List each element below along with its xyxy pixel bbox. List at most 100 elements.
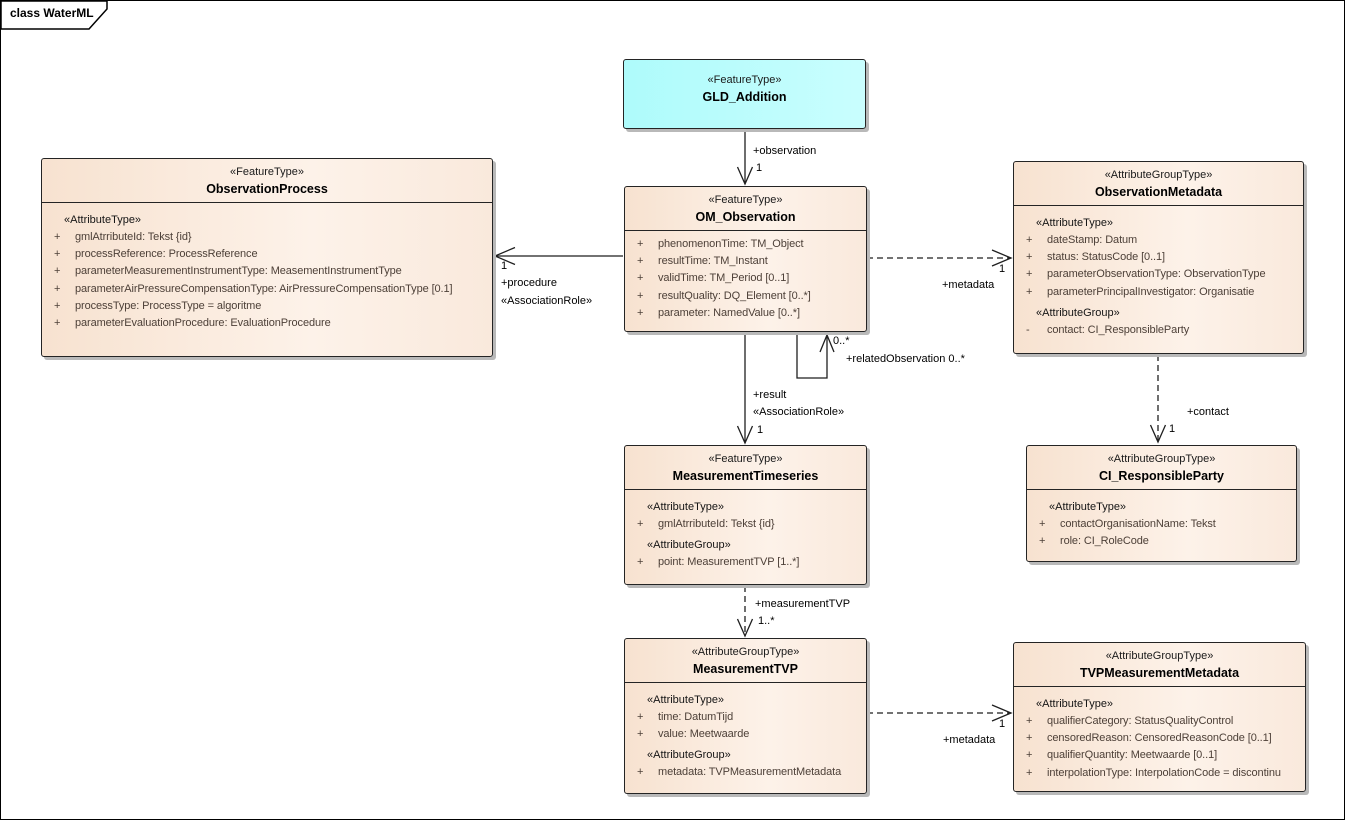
attribute-text: parameterObservationType: ObservationTyp… <box>1047 268 1266 281</box>
label-result-stereotype: «AssociationRole» <box>753 406 845 418</box>
visibility-sign: + <box>1026 268 1033 281</box>
class-observationprocess[interactable]: «FeatureType» ObservationProcess «Attrib… <box>41 158 493 357</box>
arrowhead-relatedobservation <box>819 333 835 353</box>
label-metadata-top-role: +metadata <box>942 279 995 291</box>
section-stereotype: «AttributeType» <box>1036 698 1114 710</box>
visibility-sign: + <box>1039 518 1046 530</box>
class-stereotype: «FeatureType» <box>708 453 783 465</box>
attribute-row: +parameter: NamedValue [0..*] <box>625 305 863 322</box>
attribute-row: +gmlAtrributeId: Tekst {id} <box>42 229 489 246</box>
label-contact-mult: 1 <box>1169 423 1176 435</box>
attribute-text: time: DatumTijd <box>658 711 734 723</box>
attribute-text: gmlAtrributeId: Tekst {id} <box>658 518 775 530</box>
class-stereotype: «FeatureType» <box>230 166 304 178</box>
attribute-text: resultQuality: DQ_Element [0..*] <box>658 289 811 302</box>
label-observation-mult: 1 <box>756 162 763 174</box>
label-procedure-role: +procedure <box>501 277 557 289</box>
visibility-sign: + <box>1026 749 1033 762</box>
label-metadata-bottom-mult: 1 <box>999 718 1006 730</box>
attribute-row: +validTime: TM_Period [0..1] <box>625 270 863 287</box>
attribute-row: + processReference: ProcessReference <box>42 246 489 263</box>
attribute-text: role: CI_RoleCode <box>1060 535 1149 548</box>
attribute-row: + resultQuality: DQ_Element [0..*] <box>625 288 863 305</box>
class-stereotype: «AttributeGroupType» <box>691 646 800 658</box>
class-observationmetadata[interactable]: «AttributeGroupType» ObservationMetadata… <box>1013 161 1304 354</box>
visibility-sign: + <box>1026 285 1033 298</box>
section-stereotype: «AttributeGroup» <box>647 749 731 762</box>
attribute-text: parameterAirPressureCompensationType: Ai… <box>75 282 453 295</box>
arrowhead-procedure <box>493 246 516 266</box>
attribute-text: processReference: ProcessReference <box>75 248 258 261</box>
visibility-sign: - <box>1026 323 1030 336</box>
attribute-row: +status: StatusCode [0..1] <box>1014 249 1300 266</box>
section-stereotype: «AttributeType» <box>1049 501 1127 513</box>
attribute-row: - contact: CI_ResponsibleParty <box>1014 322 1300 339</box>
class-gld-addition[interactable]: «FeatureType» GLD_Addition <box>623 59 866 129</box>
visibility-sign: + <box>637 272 644 285</box>
visibility-sign: + <box>637 306 644 319</box>
attribute-text: contact: CI_ResponsibleParty <box>1047 323 1190 336</box>
attribute-row: +qualifierQuantity: Meetwaarde [0..1] <box>1014 747 1302 764</box>
section-stereotype: «AttributeType» <box>647 694 725 706</box>
attributes-compartment: «AttributeType»+time: DatumTijd+value: M… <box>625 683 866 782</box>
attribute-text: parameterMeasurementInstrumentType: Meas… <box>75 265 402 278</box>
visibility-sign: + <box>1026 715 1033 727</box>
label-relatedobservation-mult: 0..* <box>833 335 850 347</box>
attribute-row: + censoredReason: CensoredReasonCode [0..… <box>1014 730 1302 747</box>
label-metadata-bottom-role: +metadata <box>943 734 996 746</box>
class-measurementtimeseries[interactable]: «FeatureType» MeasurementTimeseries «Att… <box>624 445 867 585</box>
label-metadata-top-mult: 1 <box>999 263 1006 275</box>
visibility-sign: + <box>637 711 644 723</box>
attribute-text: resultTime: TM_Instant <box>658 255 768 268</box>
arrowhead-metadata-top <box>991 249 1013 267</box>
connector-relatedobservation[interactable] <box>796 332 828 379</box>
class-stereotype: «AttributeGroupType» <box>1107 453 1216 465</box>
class-tvpmeasurementmetadata[interactable]: «AttributeGroupType» TVPMeasurementMetad… <box>1013 642 1306 792</box>
class-name: MeasurementTVP <box>693 662 798 676</box>
visibility-sign: + <box>637 289 644 302</box>
frame-tab-shape <box>1 1 108 30</box>
arrowhead-result <box>736 425 754 445</box>
class-name: OM_Observation <box>695 210 796 224</box>
attributes-compartment: «AttributeType»+contactOrganisationName:… <box>1027 490 1296 550</box>
visibility-sign: + <box>637 518 644 530</box>
attribute-row: +parameterEvaluationProcedure: Evaluatio… <box>42 315 489 332</box>
attribute-row: +metadata: TVPMeasurementMetadata <box>625 764 863 781</box>
attribute-row: + role: CI_RoleCode <box>1027 533 1293 550</box>
attribute-row: +dateStamp: Datum <box>1014 232 1300 249</box>
label-result-mult: 1 <box>757 424 764 436</box>
attribute-text: value: Meetwaarde <box>658 728 750 741</box>
attributes-compartment: «AttributeType»+ gmlAtrributeId: Tekst {i… <box>625 490 866 571</box>
visibility-sign: + <box>1039 535 1046 548</box>
class-stereotype: «FeatureType» <box>708 194 783 206</box>
class-name: MeasurementTimeseries <box>672 469 819 483</box>
attribute-text: gmlAtrributeId: Tekst {id} <box>75 231 192 243</box>
arrowhead-measurementtvp <box>736 618 754 638</box>
attribute-text: processType: ProcessType = algoritme <box>75 299 262 312</box>
visibility-sign: + <box>637 728 644 741</box>
attribute-text: point: MeasurementTVP [1..*] <box>658 556 800 569</box>
section-stereotype: «AttributeType» <box>647 501 725 513</box>
diagram-title: class WaterML <box>10 6 94 20</box>
class-measurementtvp[interactable]: «AttributeGroupType» MeasurementTVP «Att… <box>624 638 867 794</box>
attribute-text: parameterPrincipalInvestigator: Organisa… <box>1047 285 1255 298</box>
class-name: ObservationProcess <box>206 182 328 196</box>
visibility-sign: + <box>54 265 61 278</box>
visibility-sign: + <box>637 766 644 779</box>
section-stereotype: «AttributeType» <box>1036 217 1114 229</box>
class-ci-responsibleparty[interactable]: «AttributeGroupType» CI_ResponsibleParty… <box>1026 445 1297 562</box>
section-stereotype: «AttributeType» <box>64 214 142 226</box>
arrowhead-contact <box>1149 424 1167 444</box>
visibility-sign: + <box>1026 732 1033 745</box>
visibility-sign: + <box>54 248 61 261</box>
attribute-row: + gmlAtrributeId: Tekst {id} <box>625 516 863 533</box>
class-om-observation[interactable]: «FeatureType» OM_Observation +phenomenon… <box>624 186 867 332</box>
attribute-row: +point: MeasurementTVP [1..*] <box>625 554 863 571</box>
section-stereotype: «AttributeGroup» <box>647 539 731 552</box>
attribute-row: +processType: ProcessType = algoritme <box>42 298 489 315</box>
attribute-row: + value: Meetwaarde <box>625 726 863 743</box>
label-relatedobservation-role: +relatedObservation 0..* <box>846 353 965 365</box>
attribute-text: censoredReason: CensoredReasonCode [0..1… <box>1047 732 1272 745</box>
visibility-sign: + <box>54 317 61 330</box>
